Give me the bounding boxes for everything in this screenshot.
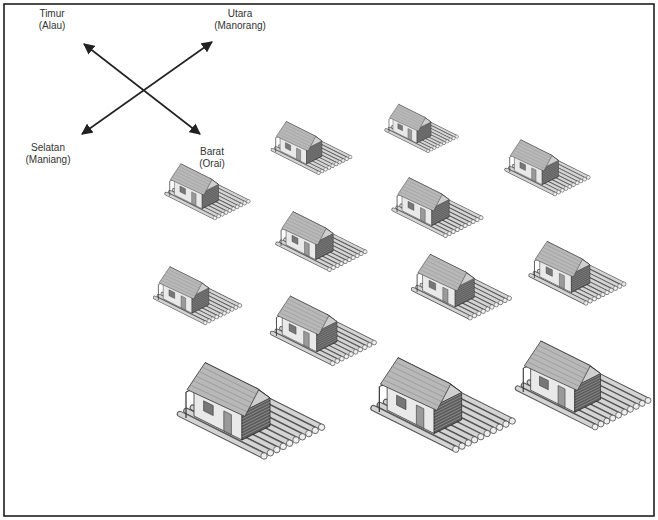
- house: [417, 254, 474, 307]
- house: [186, 363, 270, 441]
- house: [276, 121, 322, 164]
- raft-house: [386, 104, 458, 152]
- frame: [4, 4, 654, 516]
- raft-house: [373, 358, 515, 453]
- direction-label: Timur (Alau): [39, 8, 66, 32]
- raft-house: [277, 212, 367, 272]
- house-group: [155, 104, 651, 459]
- raft-house: [166, 164, 250, 220]
- direction-label: Barat (Orai): [199, 146, 225, 170]
- house: [523, 341, 600, 412]
- house: [170, 164, 219, 209]
- house: [276, 296, 336, 352]
- house: [158, 267, 208, 314]
- house: [281, 212, 333, 260]
- raft-house: [518, 341, 651, 430]
- raft-house: [530, 241, 626, 305]
- raft-house: [272, 121, 352, 174]
- house: [397, 178, 449, 226]
- house: [379, 358, 461, 434]
- house: [389, 104, 431, 143]
- house: [510, 140, 559, 185]
- compass-arrow: [82, 42, 212, 134]
- direction-label: Utara (Manorang): [214, 8, 266, 32]
- raft-house: [155, 267, 242, 325]
- raft-house: [272, 296, 376, 366]
- raft-house: [506, 140, 590, 196]
- raft-house: [413, 254, 511, 320]
- raft-house: [393, 178, 483, 238]
- house: [534, 241, 589, 292]
- direction-label: Selatan (Maniang): [25, 142, 70, 166]
- raft-house: [180, 363, 325, 460]
